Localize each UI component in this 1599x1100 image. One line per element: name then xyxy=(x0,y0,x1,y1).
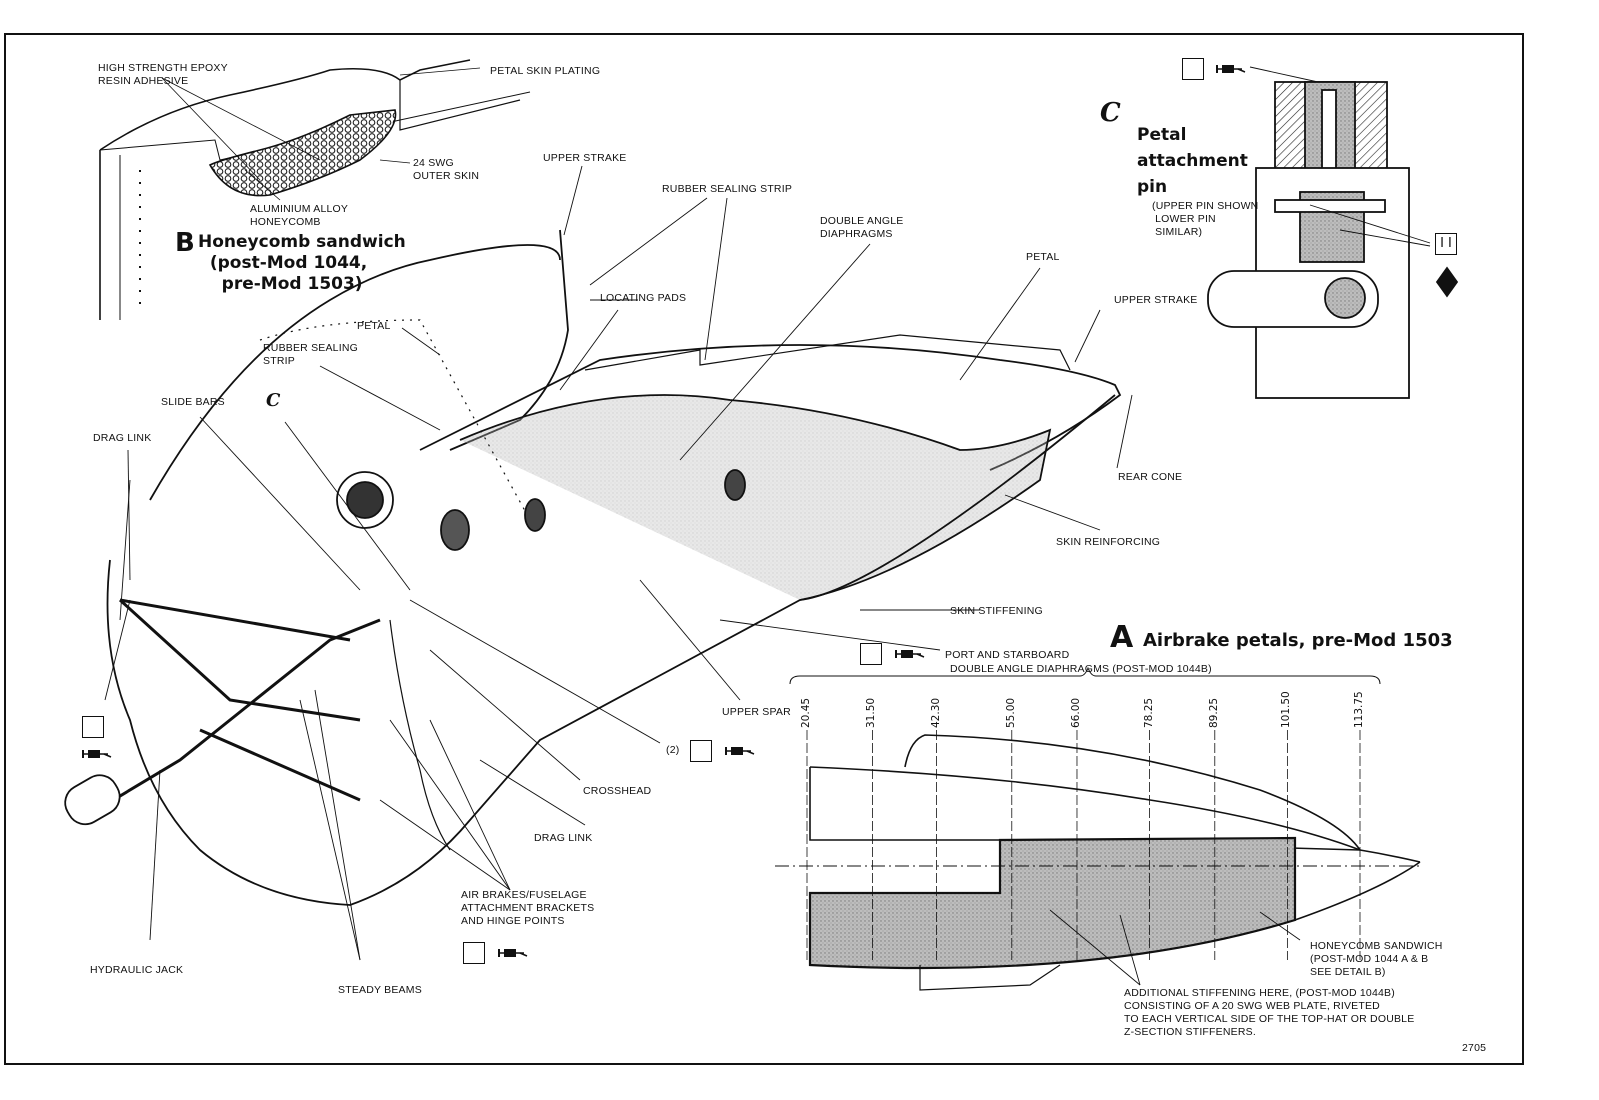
lubrication-box-symbol xyxy=(1182,58,1204,80)
lubrication-box-symbol xyxy=(82,716,104,738)
detail-a-title: Airbrake petals, pre-Mod 1503 xyxy=(1143,630,1453,651)
detail-a-station-lines xyxy=(806,730,1361,960)
label-drag-link-1: DRAG LINK xyxy=(93,432,152,444)
lubrication-box-symbol xyxy=(463,942,485,964)
inspection-box-symbol: I I xyxy=(1435,233,1457,255)
label-drag-link-2: DRAG LINK xyxy=(534,832,593,844)
label-outer-skin: 24 SWG OUTER SKIN xyxy=(413,157,480,182)
label-count-2: (2) xyxy=(666,744,680,756)
grease-gun-icon xyxy=(498,949,528,957)
additional-stiffening-note: ADDITIONAL STIFFENING HERE, (POST-MOD 10… xyxy=(1124,987,1415,1038)
station-label: 101.50 xyxy=(1280,691,1293,728)
station-label: 55.00 xyxy=(1004,697,1017,728)
detail-c-drawing xyxy=(1207,66,1459,399)
label-rubber-sealing-strip-2: RUBBER SEALING STRIP xyxy=(263,342,358,367)
label-slide-bars: SLIDE BARS xyxy=(161,396,225,408)
grease-gun-icon xyxy=(1216,65,1246,73)
label-locating-pads: LOCATING PADS xyxy=(600,292,687,304)
detail-b-letter: B xyxy=(175,228,195,258)
label-attachment-brackets: AIR BRAKES/FUSELAGE ATTACHMENT BRACKETS … xyxy=(461,889,595,927)
detail-b-title: Honeycomb sandwich (post-Mod 1044, pre-M… xyxy=(198,232,406,294)
label-epoxy-adhesive: HIGH STRENGTH EPOXY RESIN ADHESIVE xyxy=(98,62,228,87)
label-petal-2: PETAL xyxy=(357,320,391,332)
detail-c-title: Petal attachment pin xyxy=(1137,125,1248,197)
label-petal-skin-plating: PETAL SKIN PLATING xyxy=(490,65,601,77)
lubrication-box-symbol xyxy=(860,643,882,665)
grease-gun-icon xyxy=(725,747,755,755)
airbrake-assembly-drawing xyxy=(64,229,1122,906)
station-label: 31.50 xyxy=(865,697,878,728)
detail-c-note: (UPPER PIN SHOWN LOWER PIN SIMILAR) xyxy=(1152,200,1259,238)
label-skin-stiffening: SKIN STIFFENING xyxy=(950,605,1043,617)
sheet-number: 2705 xyxy=(1462,1042,1487,1054)
detail-a-letter: A xyxy=(1110,620,1134,655)
label-upper-strake-1: UPPER STRAKE xyxy=(543,152,627,164)
station-label: 20.45 xyxy=(800,697,812,728)
label-port-and-starboard: PORT AND STARBOARD xyxy=(945,649,1070,661)
label-rear-cone: REAR CONE xyxy=(1118,471,1183,483)
station-label: 113.75 xyxy=(1353,691,1365,728)
label-rubber-sealing-strip-1: RUBBER SEALING STRIP xyxy=(662,183,793,195)
detail-a-leaders xyxy=(1049,909,1301,986)
detail-c-letter: C xyxy=(1100,98,1121,128)
label-honeycomb-core: ALUMINIUM ALLOY HONEYCOMB xyxy=(250,203,349,228)
grease-gun-icon xyxy=(895,650,925,658)
detail-c-callout: C xyxy=(266,390,281,411)
leader-lines xyxy=(104,165,1133,961)
label-petal-1: PETAL xyxy=(1026,251,1060,263)
diaphragm-header: DOUBLE ANGLE DIAPHRAGMS (POST-MOD 1044B) xyxy=(950,663,1212,675)
detail-b-drawing xyxy=(99,59,531,320)
honeycomb-sandwich-note: HONEYCOMB SANDWICH (POST-MOD 1044 A & B … xyxy=(1310,940,1443,978)
lubrication-box-symbol xyxy=(690,740,712,762)
label-hydraulic-jack: HYDRAULIC JACK xyxy=(90,964,184,976)
station-label: 42.30 xyxy=(929,697,942,728)
label-double-angle-diaphragms: DOUBLE ANGLE DIAPHRAGMS xyxy=(820,215,904,240)
label-steady-beams: STEADY BEAMS xyxy=(338,984,422,996)
station-label: 66.00 xyxy=(1069,697,1082,728)
label-crosshead: CROSSHEAD xyxy=(583,785,652,797)
station-label: 78.25 xyxy=(1142,697,1155,728)
grease-gun-icon xyxy=(82,750,112,758)
drawing-frame xyxy=(4,33,1524,1065)
label-upper-spar: UPPER SPAR xyxy=(722,706,791,718)
station-label: 89.25 xyxy=(1207,697,1220,728)
label-skin-reinforcing: SKIN REINFORCING xyxy=(1056,536,1161,548)
label-upper-strake-2: UPPER STRAKE xyxy=(1114,294,1198,306)
